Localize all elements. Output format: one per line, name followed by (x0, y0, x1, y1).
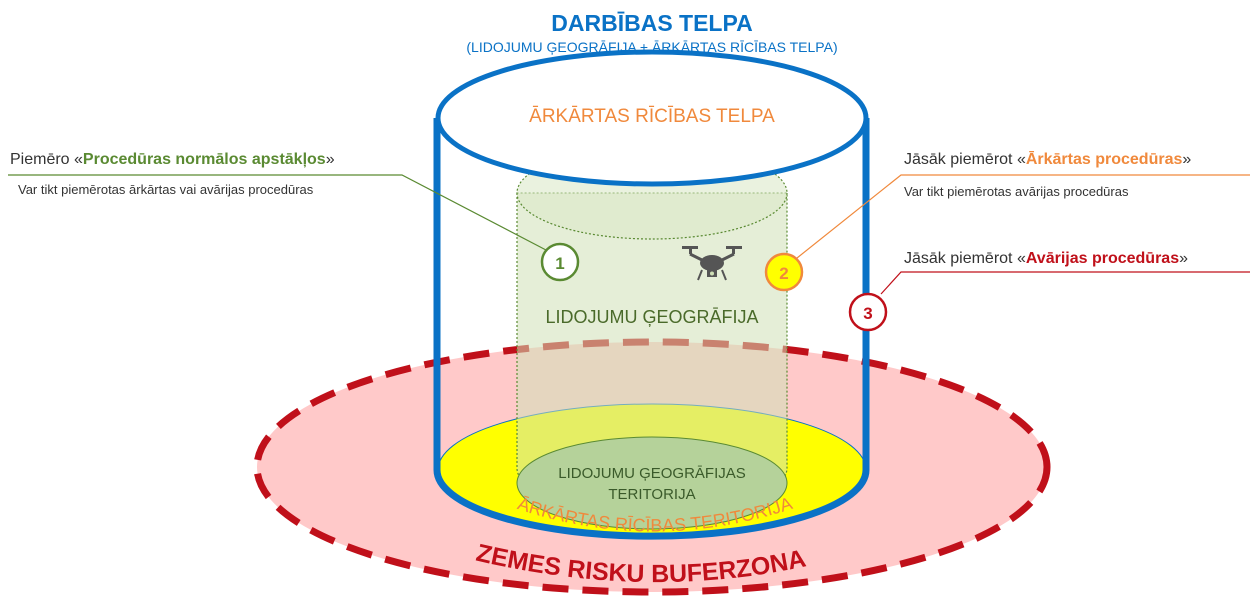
leader-line-1 (8, 174, 547, 251)
flight-geography-label: LIDOJUMU ĢEOGRĀFIJA (545, 307, 758, 327)
contingency-volume-label: ĀRKĀRTAS RĪCĪBAS TELPA (529, 106, 775, 127)
drone-icon (682, 246, 742, 281)
outer-cylinder-top (435, 49, 869, 187)
callout-2-title: Jāsāk piemērot «Ārkārtas procedūras» (904, 149, 1191, 168)
callout-1-note: Var tikt piemērotas ārkārtas vai avārija… (18, 182, 314, 197)
flight-geography-area-label-line1: LIDOJUMU ĢEOGRĀFIJAS (558, 465, 746, 482)
leader-line-3 (880, 271, 1250, 295)
outer-cylinder-bottom (433, 469, 870, 540)
svg-text:1: 1 (555, 254, 564, 273)
diagram-subtitle: (LIDOJUMU ĢEOGRĀFIJA + ĀRKĀRTAS RĪCĪBAS … (466, 39, 837, 55)
diagram-title: DARBĪBAS TELPA (551, 10, 752, 36)
callout-2-note: Var tikt piemērotas avārijas procedūras (904, 184, 1129, 199)
marker-3: 3 (848, 292, 888, 332)
callout-3-title: Jāsāk piemērot «Avārijas procedūras» (904, 250, 1188, 267)
svg-text:2: 2 (779, 264, 788, 283)
leader-line-2 (791, 174, 1250, 263)
flight-geography-area (516, 436, 788, 530)
callout-1-title: Piemēro «Procedūras normālos apstākļos» (10, 151, 335, 168)
marker-1: 1 (540, 242, 580, 282)
flight-geography-area-label-line2: TERITORIJA (608, 486, 695, 503)
marker-2: 2 (764, 252, 804, 292)
svg-text:3: 3 (863, 304, 872, 323)
